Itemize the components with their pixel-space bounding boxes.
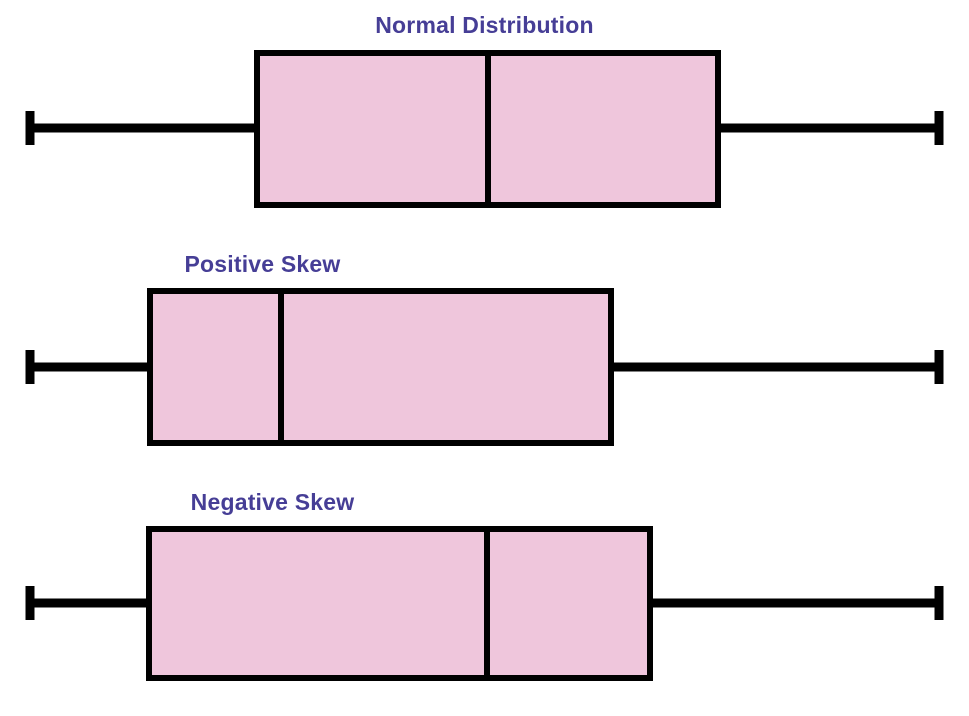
box-rect-negative [146, 526, 653, 681]
panel-title-normal-distribution: Normal Distribution [375, 12, 594, 38]
box-rect-positive [147, 288, 614, 446]
panel-title-negative-skew: Negative Skew [190, 489, 355, 515]
whisker-group-normal-distribution [25, 111, 944, 145]
panel-title-positive-skew: Positive Skew [184, 251, 341, 277]
whisker-group-positive-skew [25, 350, 944, 384]
whisker-group-negative-skew [25, 586, 944, 620]
